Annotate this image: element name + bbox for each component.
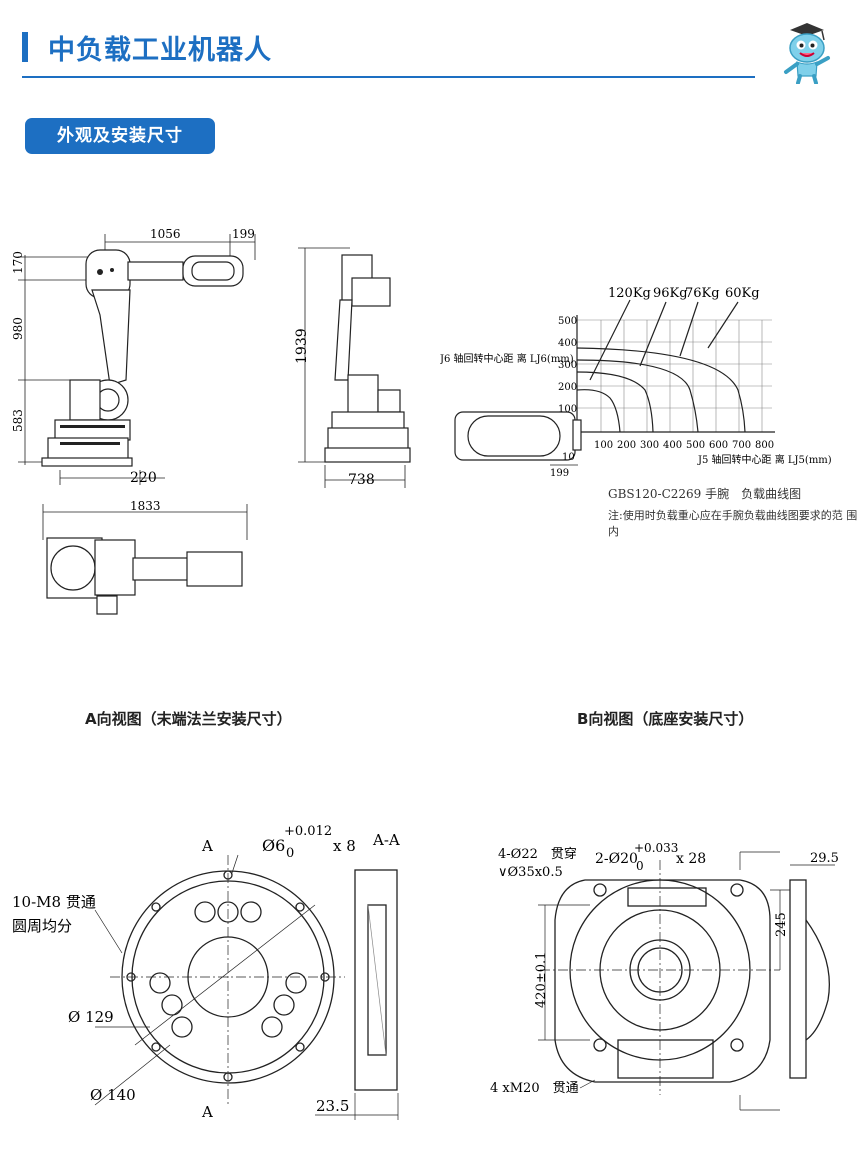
hole-spec: Ø6 [262,836,285,855]
robot-top-view: 1833 [42,500,248,615]
y-tick-100: 100 [558,404,577,415]
x-tick-800: 800 [755,440,774,451]
dim-base: 220 [130,470,157,486]
dim-length: 1833 [130,500,161,513]
load-chart-caption: GBS120-C2269 手腕 负载曲线图 [608,487,802,501]
load-x-label: J5 轴回转中心距 离 LJ5(mm) [697,453,832,466]
load-y-label: J6 轴回转中心距 离 LJ6(mm) [440,352,574,365]
pin-tol-lower: 0 [636,859,644,873]
dim-245: 245 [774,912,789,937]
page-title: 中负载工业机器人 [48,35,272,66]
dim-h2: 980 [11,317,25,340]
load-chart-note: 注:使用时负载重心应在手腕负载曲线图要求的范 围内 [608,509,858,538]
hole-count: x 8 [333,837,356,855]
y-tick-200: 200 [558,382,577,393]
flange-drawing: A A A-A Ø6 +0.012 0 x 8 10-M8 贯通 圆周均分 Ø … [12,824,400,1121]
y-tick-10: 10 [562,452,575,463]
dim-29-5: 29.5 [810,851,839,866]
view-b-title: B向视图（底座安装尺寸） [577,710,754,728]
view-a-title: A向视图（末端法兰安装尺寸） [85,710,292,728]
y-tick-400: 400 [558,338,577,349]
load-offset: 199 [550,468,569,479]
dim-top-reach: 1056 [150,227,181,241]
base-holes-1: 4-Ø22 贯穿 [498,846,577,862]
dim-top-tip: 199 [232,227,255,241]
dim-h1: 170 [11,251,25,274]
section-label: A-A [372,831,400,849]
header-divider [22,76,755,78]
base-thread: 4 xM20 贯通 [490,1081,579,1096]
thread-spec-1: 10-M8 贯通 [12,893,96,911]
x-tick-500: 500 [686,440,705,451]
base-drawing: 4-Ø22 贯穿 ∨Ø35x0.5 2-Ø20 +0.033 0 x 28 29… [490,841,839,1111]
dim-depth: 23.5 [316,1097,349,1115]
section-mark-bottom: A [201,1103,213,1121]
pin-spec: 2-Ø20 [595,851,638,867]
dim-d140: Ø 140 [90,1086,136,1104]
x-tick-300: 300 [640,440,659,451]
hole-tol-lower: 0 [286,846,294,861]
dim-height: 1939 [294,328,310,364]
load-chart: 120Kg 96Kg 76Kg 60Kg J6 轴回转中心距 离 LJ6(mm)… [440,286,832,479]
x-tick-400: 400 [663,440,682,451]
base-holes-2: ∨Ø35x0.5 [498,865,563,880]
y-tick-500: 500 [558,316,577,327]
pin-tol-upper: +0.033 [634,841,678,855]
robot-front-view: 1939 738 [294,247,411,488]
header-accent-bar [22,32,28,62]
section-label: 外观及安装尺寸 [25,118,215,154]
thread-spec-2: 圆周均分 [12,917,72,935]
load-60: 60Kg [725,286,760,301]
load-96: 96Kg [653,286,688,301]
dim-d129: Ø 129 [68,1008,114,1026]
x-tick-200: 200 [617,440,636,451]
load-120: 120Kg [608,286,651,301]
dim-h3: 583 [11,409,25,432]
x-tick-700: 700 [732,440,751,451]
section-mark-top: A [201,837,213,855]
x-tick-600: 600 [709,440,728,451]
dim-front-base: 738 [348,472,375,488]
pin-depth: x 28 [676,851,706,867]
robot-side-view: 1056 199 170 980 583 220 [11,227,256,486]
dim-420: 420±0.1 [534,952,549,1008]
x-tick-100: 100 [594,440,613,451]
load-76: 76Kg [685,286,720,301]
hole-tol-upper: +0.012 [284,824,332,839]
y-tick-300: 300 [558,360,577,371]
mascot-logo [784,23,830,84]
